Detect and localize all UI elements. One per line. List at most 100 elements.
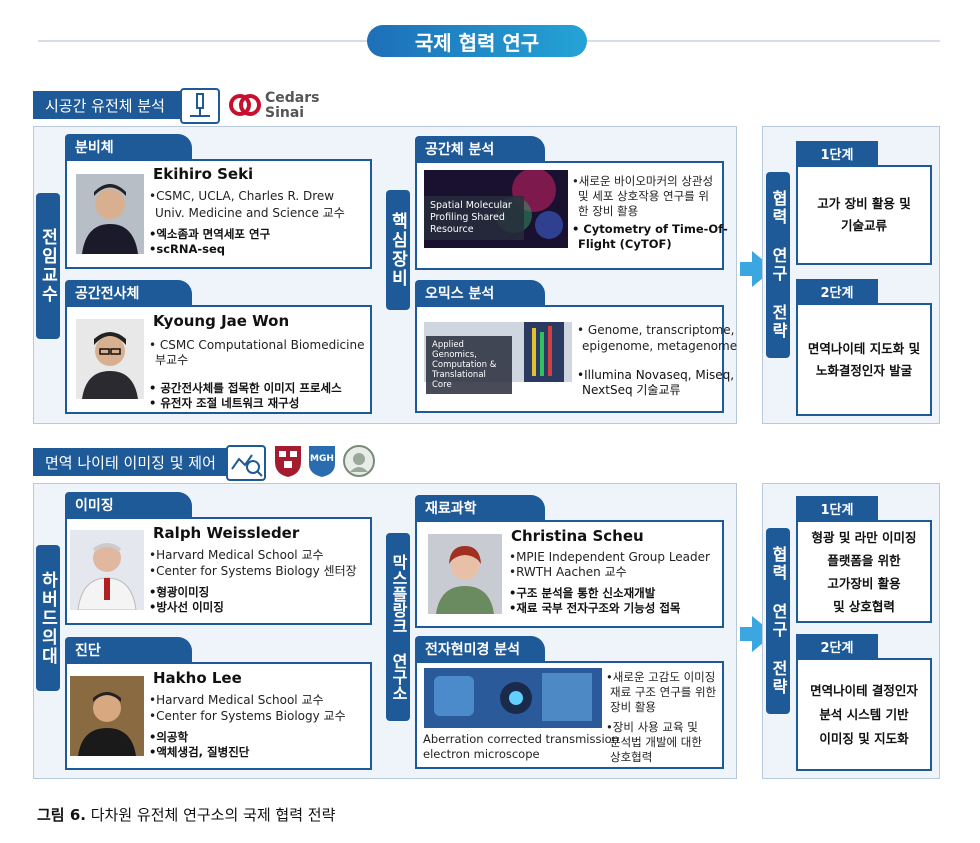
photo-lee bbox=[70, 676, 144, 756]
person-affil-won-2: 부교수 bbox=[155, 353, 189, 367]
person-name-scheu: Christina Scheu bbox=[511, 527, 644, 545]
tab-omics-analysis: 오믹스 분석 bbox=[415, 280, 545, 305]
tab-diagnosis: 진단 bbox=[65, 637, 192, 662]
photo-won bbox=[76, 319, 144, 399]
spatial-profiling-image: Spatial Molecular Profiling Shared Resou… bbox=[424, 170, 568, 248]
tem-text-5: 분석법 개발에 대한 bbox=[610, 735, 702, 749]
person-affil-lee-2: •Center for Systems Biology 교수 bbox=[149, 709, 346, 723]
bottom-stage1-box: 형광 및 라만 이미징 플랫폼을 위한 고가장비 활용 및 상호협력 bbox=[796, 520, 932, 623]
top-vertical-label: 전임교수 bbox=[36, 193, 60, 339]
core1-text-3: 한 장비 활용 bbox=[578, 204, 639, 218]
tab-materials-science: 재료과학 bbox=[415, 495, 545, 520]
bottom-section-title: 면역 나이테 이미징 및 제어 bbox=[33, 448, 231, 476]
tem-text-4: •장비 사용 교육 및 bbox=[606, 720, 698, 734]
person-name-won: Kyoung Jae Won bbox=[153, 312, 290, 330]
top-stage1-box: 고가 장비 활용 및 기술교류 bbox=[796, 165, 932, 265]
person-research-lee-1: •의공학 bbox=[149, 730, 189, 744]
tab-electron-microscopy: 전자현미경 분석 bbox=[415, 636, 545, 661]
max-planck-label: 막스플랑크 연구소 bbox=[386, 533, 410, 721]
top-section-title: 시공간 유전체 분석 bbox=[33, 91, 188, 119]
core1-bold-2: Flight (CyTOF) bbox=[578, 237, 672, 251]
core-equipment-label: 핵심장비 bbox=[386, 190, 410, 310]
harvard-shield-icon bbox=[273, 444, 303, 478]
tab-imaging: 이미징 bbox=[65, 492, 192, 517]
photo-weissleder bbox=[70, 530, 144, 610]
person-affil-weissleder-2: •Center for Systems Biology 센터장 bbox=[149, 564, 357, 578]
tab-spatial-analysis: 공간체 분석 bbox=[415, 136, 545, 161]
top-stage1-tab: 1단계 bbox=[796, 141, 878, 165]
cedars-logo-text-2: Sinai bbox=[265, 105, 305, 121]
person-affil-lee-1: •Harvard Medical School 교수 bbox=[149, 693, 324, 707]
top-section-title-text: 시공간 유전체 분석 bbox=[45, 96, 165, 115]
tem-caption-2: electron microscope bbox=[423, 747, 540, 761]
bottom-section-title-text: 면역 나이테 이미징 및 제어 bbox=[45, 453, 216, 472]
person-affil-seki-2: Univ. Medicine and Science 교수 bbox=[155, 206, 345, 220]
bottom-strategy-label: 협력 연구 전략 bbox=[766, 528, 790, 714]
tem-image bbox=[424, 668, 602, 728]
core1-text-2: 및 세포 상호작용 연구를 위 bbox=[578, 189, 710, 203]
person-affil-scheu-1: •MPIE Independent Group Leader bbox=[509, 550, 710, 564]
core2-text-2: epigenome, metagenome bbox=[582, 339, 738, 353]
photo-scheu bbox=[428, 534, 502, 614]
tem-text-1: •새로운 고감도 이미징 bbox=[606, 670, 716, 684]
bottom-stage1-line1: 형광 및 라만 이미징 bbox=[811, 529, 917, 545]
figure-caption-text: 다차원 유전체 연구소의 국제 협력 전략 bbox=[85, 806, 336, 824]
bottom-stage2-box: 면역나이테 결정인자 분석 시스템 기반 이미징 및 지도화 bbox=[796, 658, 932, 771]
page-title: 국제 협력 연구 bbox=[367, 25, 587, 57]
bottom-stage2-line2: 분석 시스템 기반 bbox=[819, 706, 909, 722]
core1-bold-1: • Cytometry of Time-Of- bbox=[572, 222, 728, 236]
bottom-stage2-line1: 면역나이테 결정인자 bbox=[810, 682, 918, 698]
person-affil-scheu-2: •RWTH Aachen 교수 bbox=[509, 565, 627, 579]
figure-label: 그림 6. bbox=[37, 806, 86, 824]
mgh-logo: MGH bbox=[307, 444, 337, 478]
omics-core-caption: Applied Genomics, Computation & Translat… bbox=[426, 336, 512, 394]
core1-text-1: •새로운 바이오마커의 상관성 bbox=[572, 174, 714, 188]
top-stage2-tab: 2단계 bbox=[796, 279, 878, 303]
person-research-seki-2: •scRNA-seq bbox=[149, 242, 226, 256]
person-name-lee: Hakho Lee bbox=[153, 669, 242, 687]
imaging-icon bbox=[226, 445, 266, 481]
top-stage1-line1: 고가 장비 활용 및 bbox=[817, 196, 911, 211]
person-affil-won-1: • CSMC Computational Biomedicine bbox=[149, 338, 365, 352]
person-name-seki: Ekihiro Seki bbox=[153, 165, 254, 183]
bottom-stage2-line3: 이미징 및 지도화 bbox=[819, 730, 909, 746]
person-research-scheu-1: •구조 분석을 통한 신소재개발 bbox=[509, 586, 656, 600]
mgh-logo-text: MGH bbox=[310, 454, 334, 464]
omics-core-image: Applied Genomics, Computation & Translat… bbox=[424, 322, 572, 394]
top-stage2-line2: 노화결정인자 발굴 bbox=[815, 362, 913, 378]
core2-bold-1: •Illumina Novaseq, Miseq, bbox=[577, 368, 735, 382]
photo-seki bbox=[76, 174, 144, 254]
person-research-weissleder-1: •형광이미징 bbox=[149, 585, 210, 599]
tem-text-2: 재료 구조 연구를 위한 bbox=[610, 685, 717, 699]
bottom-stage1-line4: 및 상호협력 bbox=[833, 598, 895, 614]
person-affil-weissleder-1: •Harvard Medical School 교수 bbox=[149, 548, 324, 562]
top-stage2-line1: 면역나이테 지도화 및 bbox=[807, 340, 921, 356]
cedars-logo-text-1: Cedars bbox=[265, 90, 320, 106]
tab-secretome: 분비체 bbox=[65, 134, 192, 159]
top-stage2-box: 면역나이테 지도화 및 노화결정인자 발굴 bbox=[796, 303, 932, 416]
tem-text-3: 장비 활용 bbox=[610, 700, 656, 714]
bottom-stage2-tab: 2단계 bbox=[796, 634, 878, 658]
bottom-arrow-body bbox=[740, 627, 752, 641]
top-strategy-label: 협력 연구 전략 bbox=[766, 172, 790, 358]
bottom-stage1-line2: 플랫폼을 위한 bbox=[827, 552, 901, 568]
spatial-profiling-caption: Spatial Molecular Profiling Shared Resou… bbox=[424, 196, 524, 240]
max-planck-seal bbox=[342, 444, 376, 478]
core2-text-1: • Genome, transcriptome, bbox=[577, 323, 735, 337]
person-research-lee-2: •액체생검, 질병진단 bbox=[149, 745, 250, 759]
person-name-weissleder: Ralph Weissleder bbox=[153, 524, 300, 542]
person-research-scheu-2: •재료 국부 전자구조와 기능성 접목 bbox=[509, 601, 681, 615]
top-arrow-body bbox=[740, 262, 752, 276]
tem-caption-1: Aberration corrected transmission bbox=[423, 732, 619, 746]
bottom-stage1-tab: 1단계 bbox=[796, 496, 878, 520]
cedars-sinai-logo: Cedars Sinai bbox=[228, 90, 328, 122]
person-research-won-2: • 유전자 조절 네트워크 재구성 bbox=[149, 396, 300, 410]
bottom-stage1-line3: 고가장비 활용 bbox=[827, 575, 901, 591]
figure-caption: 그림 6. 다차원 유전체 연구소의 국제 협력 전략 bbox=[37, 804, 335, 825]
tem-text-6: 상호협력 bbox=[610, 750, 653, 764]
core2-bold-2: NextSeq 기술교류 bbox=[582, 383, 681, 397]
person-research-seki-1: •엑소좀과 면역세포 연구 bbox=[149, 227, 271, 241]
microscope-icon bbox=[180, 88, 220, 124]
person-research-won-1: • 공간전사체를 접목한 이미지 프로세스 bbox=[149, 381, 342, 395]
person-research-weissleder-2: •방사선 이미징 bbox=[149, 600, 224, 614]
